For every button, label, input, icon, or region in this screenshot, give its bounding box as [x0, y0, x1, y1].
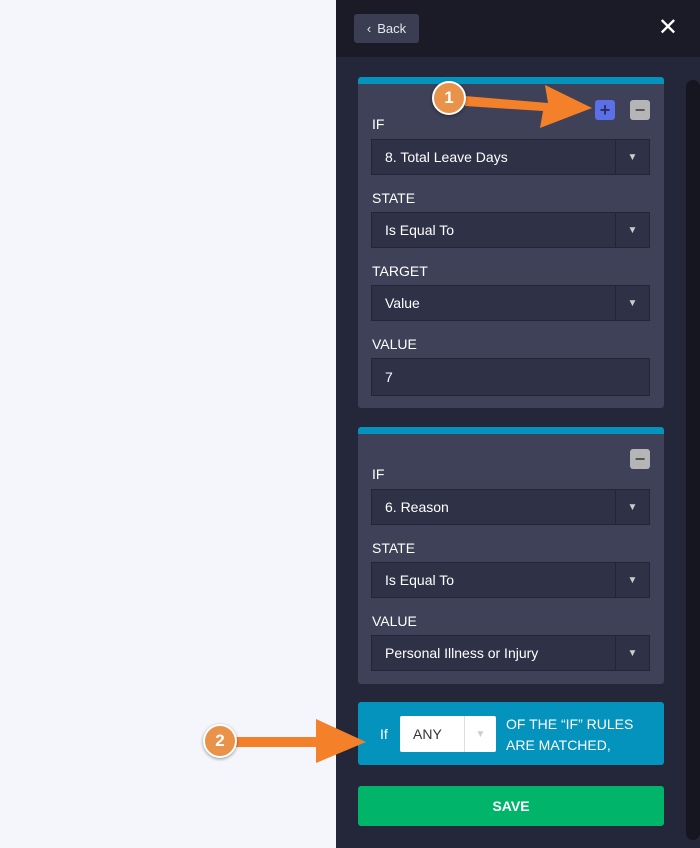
caret-down-icon: ▼ — [615, 140, 649, 174]
remove-condition-button[interactable]: − — [630, 100, 650, 120]
scrollbar[interactable] — [686, 80, 700, 840]
match-suffix-line2: ARE MATCHED, — [506, 737, 611, 753]
close-icon[interactable]: ✕ — [657, 14, 678, 41]
value-text: 7 — [385, 369, 393, 385]
value-text: Personal Illness or Injury — [385, 645, 539, 661]
annotation-badge-2: 2 — [203, 724, 237, 758]
arrow-1 — [465, 85, 592, 128]
match-suffix: OF THE “IF” RULES ARE MATCHED, — [506, 714, 633, 756]
if-label: IF — [372, 116, 385, 132]
condition-card-1: + − IF 8. Total Leave Days ▼ STATE Is Equ… — [358, 77, 664, 408]
annotation-badge-1: 1 — [432, 81, 466, 115]
add-condition-button[interactable]: + — [595, 100, 615, 120]
target-select[interactable]: Value ▼ — [371, 285, 650, 321]
state-value: Is Equal To — [385, 222, 455, 238]
save-button[interactable]: SAVE — [358, 786, 664, 826]
value-select[interactable]: Personal Illness or Injury ▼ — [371, 635, 650, 671]
match-select[interactable]: ANY ▼ — [400, 716, 496, 752]
state-select[interactable]: Is Equal To ▼ — [371, 212, 650, 248]
if-value: 8. Total Leave Days — [385, 149, 508, 165]
state-select[interactable]: Is Equal To ▼ — [371, 562, 650, 598]
panel-header: ‹ Back ✕ — [336, 0, 700, 57]
if-value: 6. Reason — [385, 499, 449, 515]
back-button[interactable]: ‹ Back — [354, 14, 419, 43]
caret-down-icon: ▼ — [464, 716, 496, 752]
if-label: IF — [372, 466, 385, 482]
state-label: STATE — [372, 540, 416, 556]
value-label: VALUE — [372, 613, 417, 629]
match-rule-box: If ANY ▼ OF THE “IF” RULES ARE MATCHED, — [358, 702, 664, 765]
caret-down-icon: ▼ — [615, 636, 649, 670]
target-label: TARGET — [372, 263, 428, 279]
match-selected: ANY — [413, 726, 442, 742]
if-select[interactable]: 8. Total Leave Days ▼ — [371, 139, 650, 175]
value-input[interactable]: 7 — [371, 358, 650, 396]
match-prefix: If — [380, 726, 388, 742]
match-suffix-line1: OF THE “IF” RULES — [506, 716, 634, 732]
back-label: Back — [377, 21, 407, 36]
condition-panel: ‹ Back ✕ + − IF 8. Total Leave Days ▼ STAT… — [336, 0, 700, 848]
condition-card-2: − IF 6. Reason ▼ STATE Is Equal To ▼ VALUE… — [358, 427, 664, 684]
chevron-left-icon: ‹ — [366, 21, 372, 36]
target-value: Value — [385, 295, 420, 311]
caret-down-icon: ▼ — [615, 286, 649, 320]
remove-condition-button[interactable]: − — [630, 449, 650, 469]
if-select[interactable]: 6. Reason ▼ — [371, 489, 650, 525]
state-value: Is Equal To — [385, 572, 455, 588]
state-label: STATE — [372, 190, 416, 206]
arrow-2 — [236, 719, 366, 763]
caret-down-icon: ▼ — [615, 213, 649, 247]
caret-down-icon: ▼ — [615, 490, 649, 524]
caret-down-icon: ▼ — [615, 563, 649, 597]
value-label: VALUE — [372, 336, 417, 352]
